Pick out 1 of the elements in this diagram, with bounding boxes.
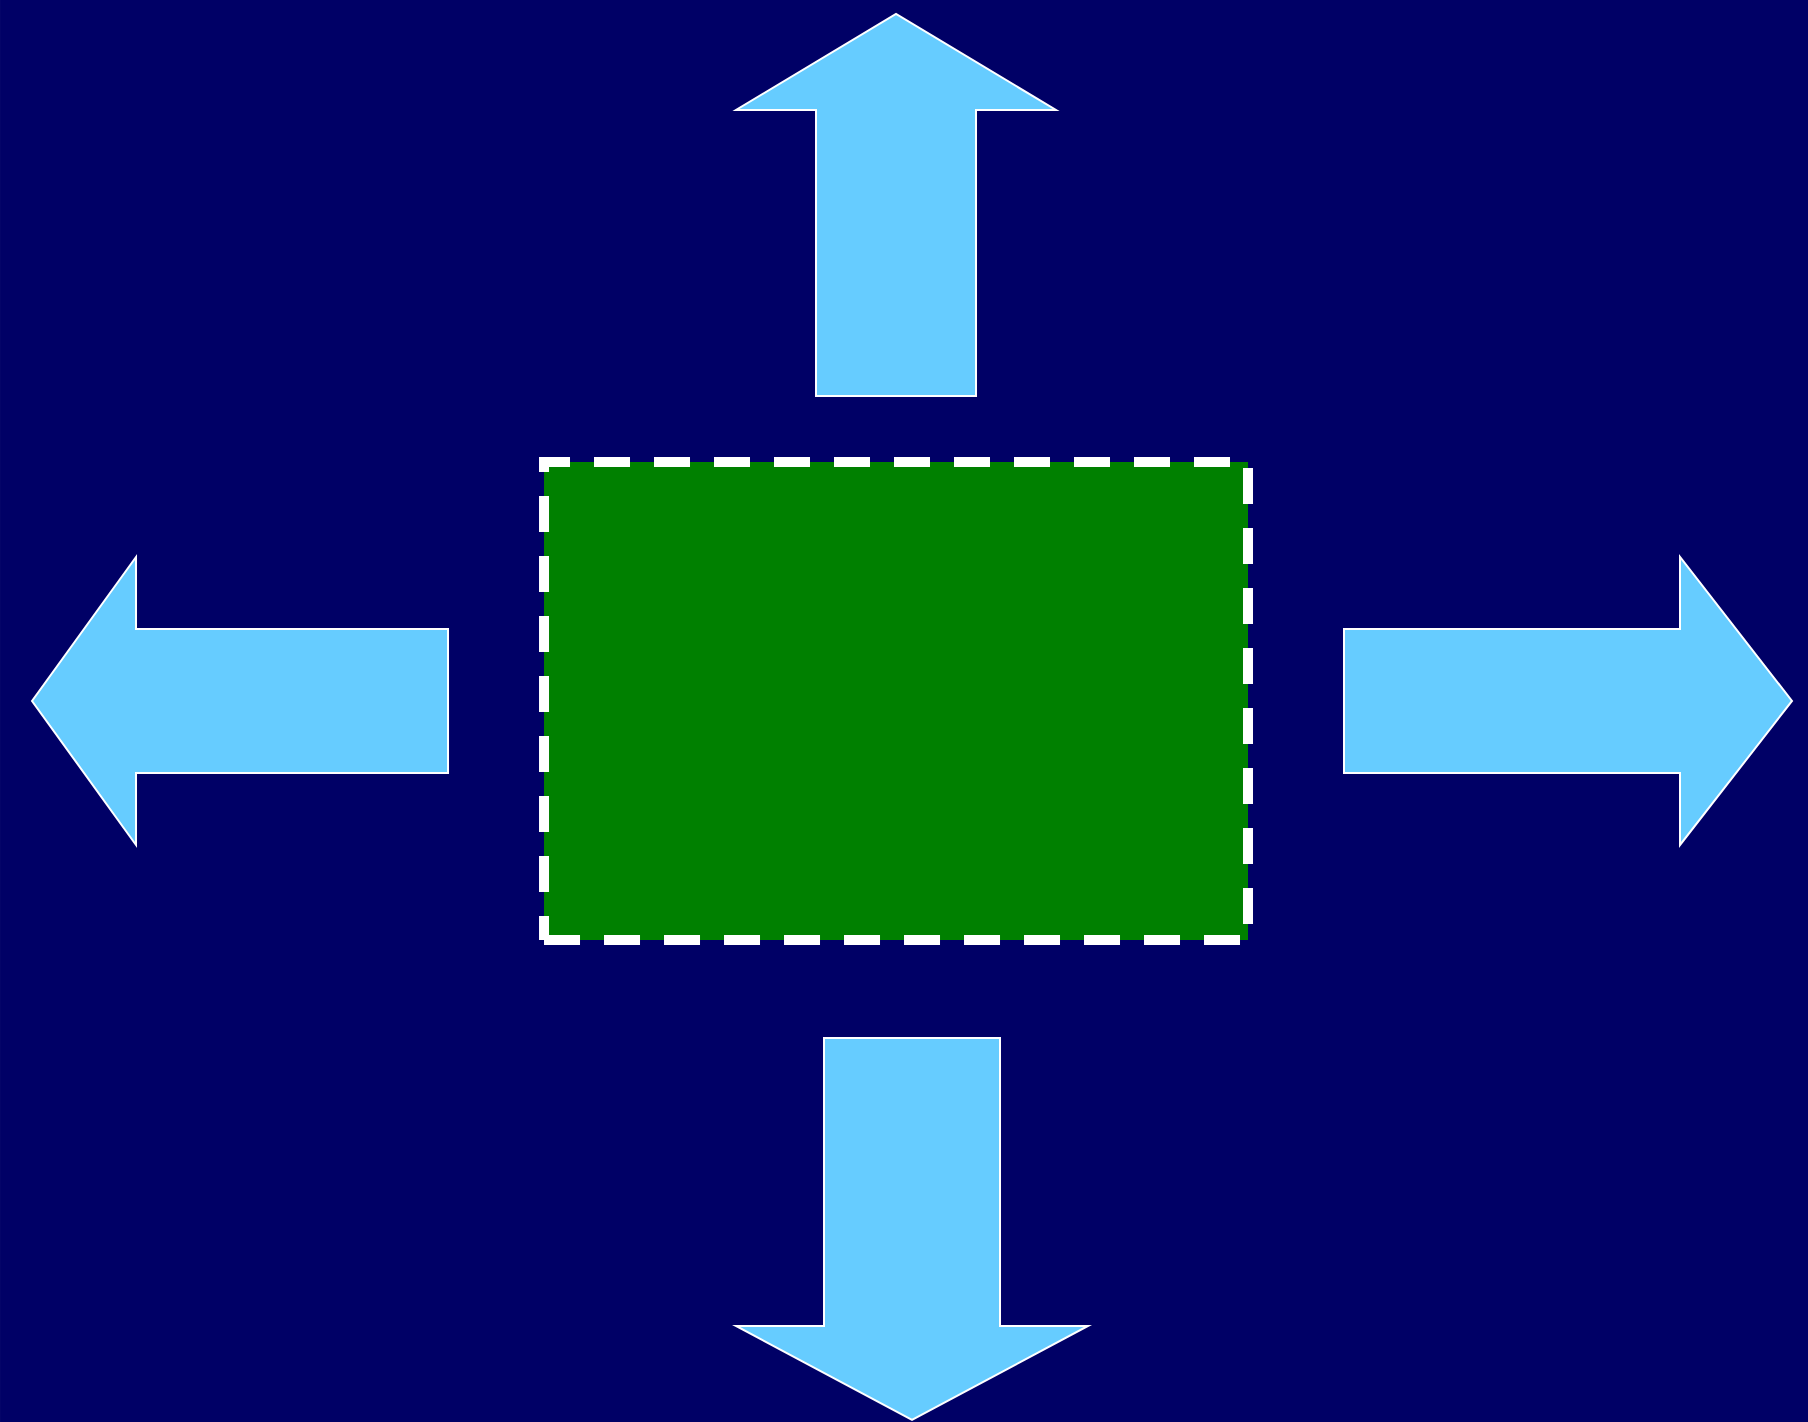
dashed-box — [539, 457, 1253, 945]
